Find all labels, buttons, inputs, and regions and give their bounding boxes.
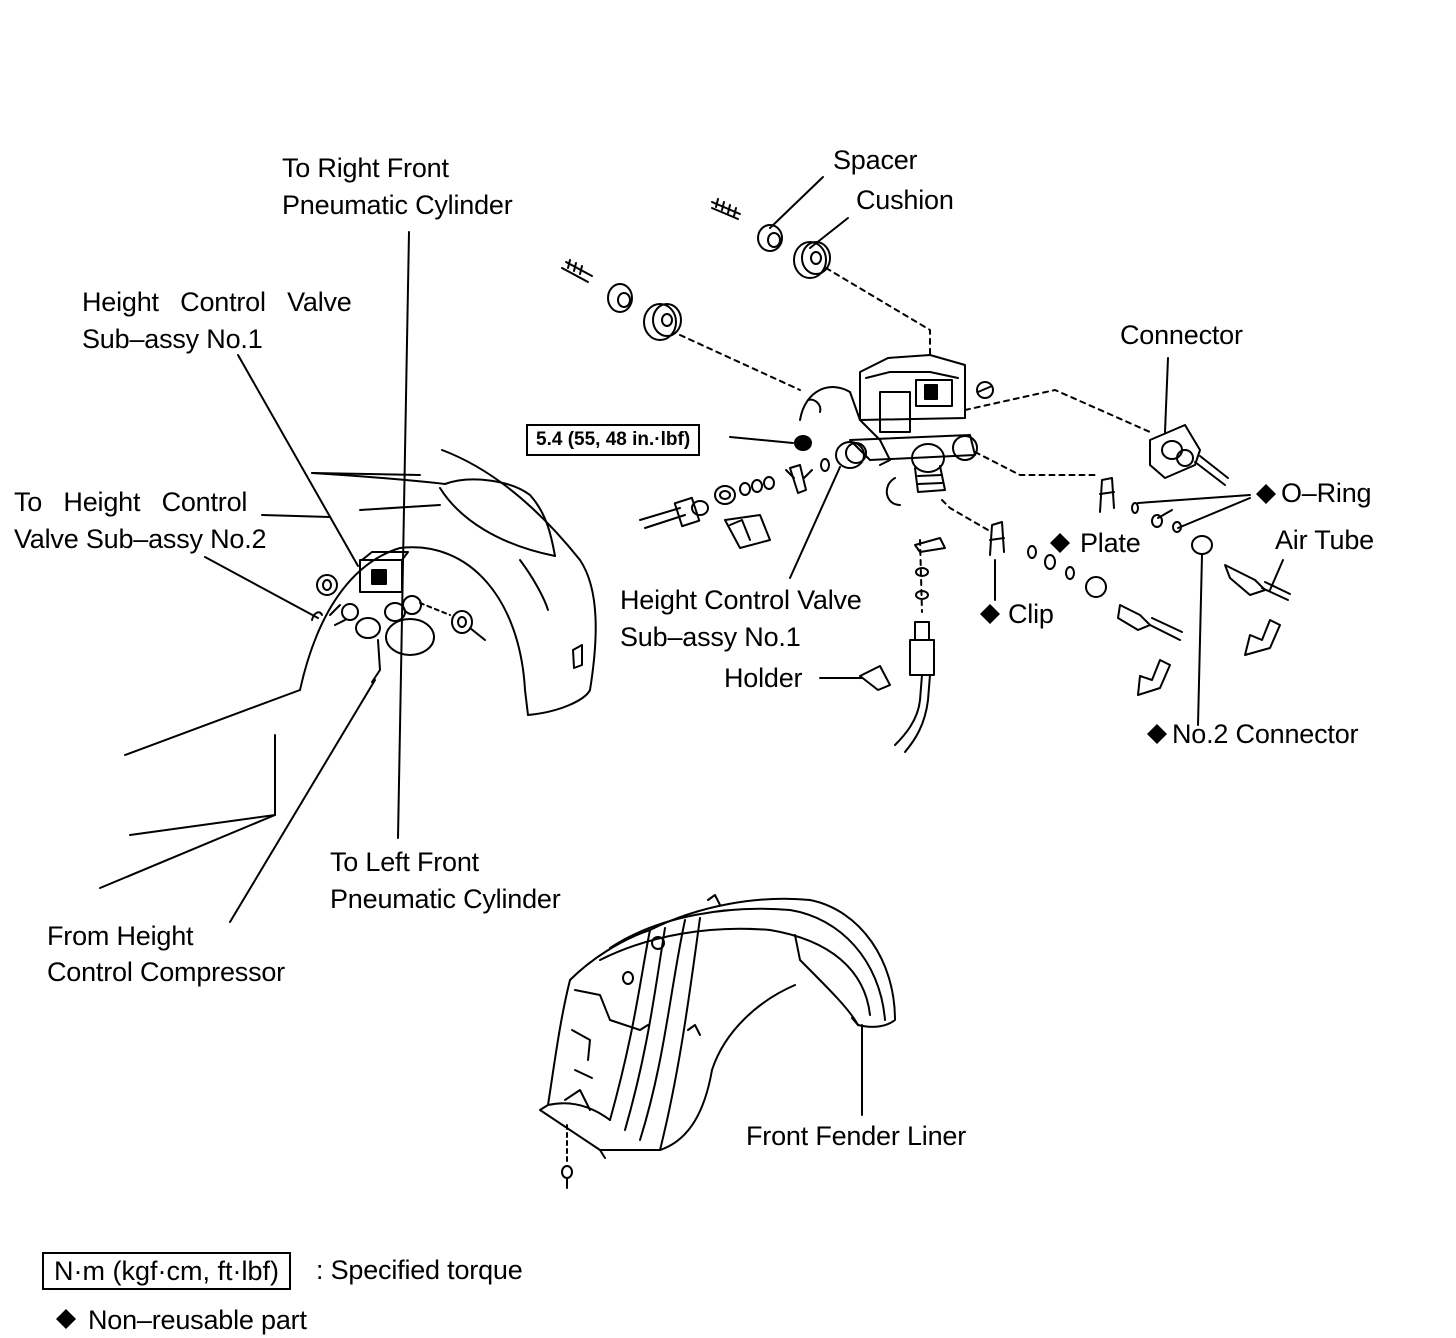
- torque-spec-box: 5.4 (55, 48 in.·lbf): [526, 424, 701, 456]
- legend-non-reusable-part: Non–reusable part: [88, 1305, 307, 1335]
- front-fender-liner-drawing: [539, 894, 896, 1189]
- label-hcv-no1-right-line2: Sub–assy No.1: [620, 622, 801, 652]
- label-hcv-no1-left-line2: Sub–assy No.1: [82, 324, 263, 354]
- label-to-hcv-no2-line1: To Height Control: [14, 487, 248, 517]
- label-to-right-front-line2: Pneumatic Cylinder: [282, 190, 513, 220]
- label-o-ring: O–Ring: [1281, 478, 1372, 508]
- label-spacer: Spacer: [833, 145, 918, 175]
- label-connector: Connector: [1120, 320, 1243, 350]
- label-cushion: Cushion: [856, 185, 954, 215]
- legend-torque-unit-box: N·m (kgf·cm, ft·lbf): [42, 1252, 291, 1290]
- label-holder: Holder: [724, 663, 803, 693]
- left-fittings: [639, 476, 775, 549]
- diamond-icon: [980, 604, 1000, 624]
- leader-lines-left: [204, 231, 410, 923]
- exploded-valve-assembly: [561, 198, 1151, 613]
- label-from-compressor-line1: From Height: [47, 921, 194, 951]
- legend-torque-description: : Specified torque: [316, 1255, 523, 1285]
- label-hcv-no1-left-line1: Height Control Valve: [82, 287, 352, 317]
- diamond-markers: [56, 484, 1276, 1329]
- diamond-icon: [1147, 724, 1167, 744]
- label-hcv-no1-right-line1: Height Control Valve: [620, 585, 862, 615]
- diamond-icon: [1256, 484, 1276, 504]
- label-to-left-front-line2: Pneumatic Cylinder: [330, 884, 561, 914]
- label-to-left-front-line1: To Left Front: [330, 847, 479, 877]
- leader-lines-right: [769, 176, 1284, 679]
- label-from-compressor-line2: Control Compressor: [47, 957, 285, 987]
- label-no2-connector: No.2 Connector: [1172, 719, 1359, 749]
- label-front-fender-liner: Front Fender Liner: [746, 1121, 967, 1151]
- diamond-icon: [1050, 533, 1070, 553]
- connector-parts: [859, 424, 1291, 753]
- vehicle-mounted-valve: [311, 551, 486, 683]
- label-to-right-front-line1: To Right Front: [282, 153, 449, 183]
- label-to-hcv-no2-line2: Valve Sub–assy No.2: [14, 524, 267, 554]
- label-air-tube: Air Tube: [1275, 525, 1374, 555]
- diamond-icon: [56, 1309, 76, 1329]
- vehicle-front-outline: [99, 449, 597, 889]
- label-plate: Plate: [1080, 528, 1141, 558]
- label-clip: Clip: [1008, 599, 1054, 629]
